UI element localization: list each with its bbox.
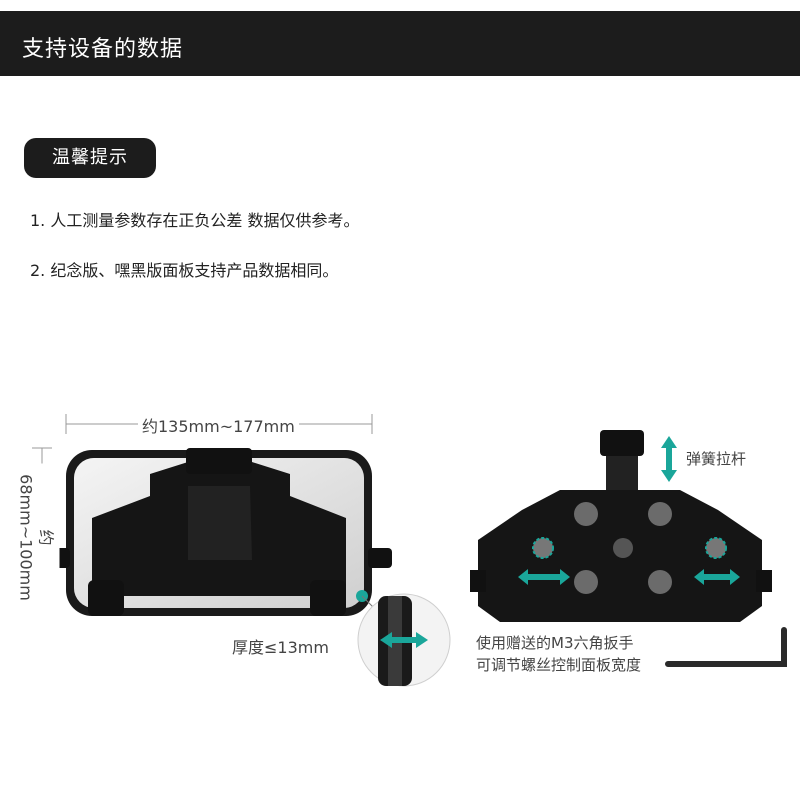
- notice-badge-label: 温馨提示: [52, 147, 128, 168]
- holder-front-illustration: [32, 414, 787, 687]
- notice-item-1: 1. 人工测量参数存在正负公差 数据仅供参考。: [30, 211, 360, 230]
- thickness-label: 厚度≤13mm: [232, 638, 329, 657]
- wrench-note-line1: 使用赠送的M3六角扳手: [476, 634, 634, 652]
- product-figure: 约135mm~177mm 约68mm~100mm 厚度≤13mm 弹簧拉杆 使用…: [0, 400, 800, 720]
- spring-rod-label: 弹簧拉杆: [686, 450, 747, 468]
- height-dimension-label: 约68mm~100mm: [16, 463, 60, 612]
- wrench-note-line2: 可调节螺丝控制面板宽度: [476, 656, 642, 674]
- page-header: 支持设备的数据: [0, 11, 800, 76]
- page-title: 支持设备的数据: [22, 37, 184, 62]
- width-dimension-label: 约135mm~177mm: [138, 413, 299, 437]
- notice-badge: 温馨提示: [24, 138, 156, 178]
- notice-item-2: 2. 纪念版、嘿黑版面板支持产品数据相同。: [30, 261, 339, 280]
